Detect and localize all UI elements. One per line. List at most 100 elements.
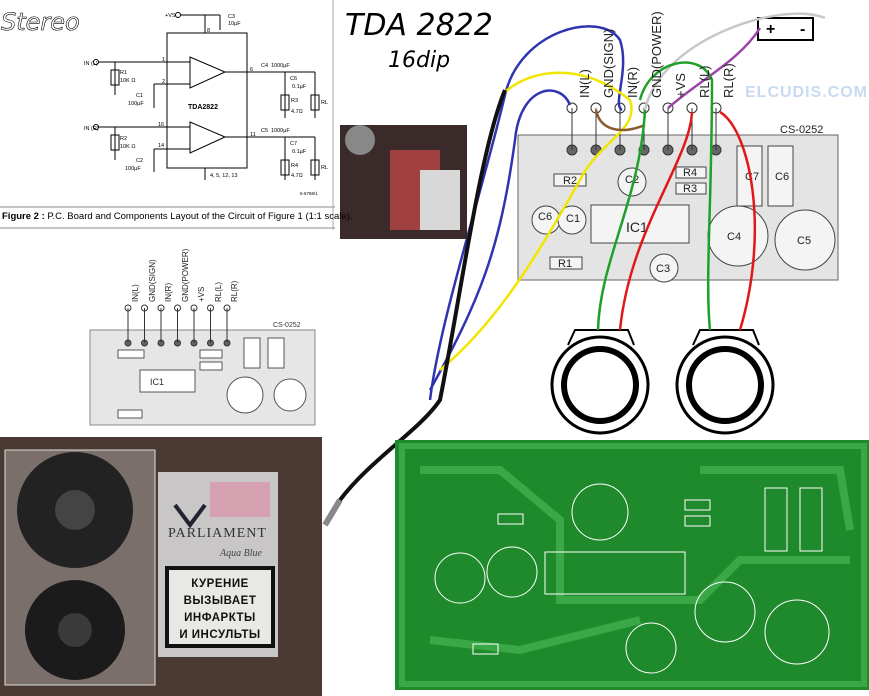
pcb-large-labels: CS-0252 R2 C2 R4 R3 C7 C6 C6 C1 IC1 C4 C… (538, 124, 823, 275)
pin-label: IN(R) (625, 66, 641, 98)
in-r-label: IN (R) (84, 126, 99, 132)
pcb-small-ic: IC1 (150, 377, 164, 387)
gnd-pins-label: 4, 5, 12, 13 (210, 173, 238, 179)
c4-part: C4 (727, 231, 741, 243)
audio-cable (338, 89, 507, 502)
pin-label: RL(R) (721, 63, 737, 98)
warning-line: И ИНСУЛЬТЫ (179, 629, 261, 641)
c7-label: C7 (290, 141, 297, 147)
r2-value: 10K Ω (120, 144, 135, 150)
pin-label: GND(POWER) (180, 248, 190, 302)
ic1-part: IC1 (626, 219, 648, 235)
battery-minus: - (800, 21, 805, 38)
pin-label: RL(R) (230, 280, 240, 302)
ic-label: TDA2822 (188, 104, 218, 111)
schematic: Stereo (0, 0, 335, 230)
amp-left (189, 56, 227, 89)
wire-in-r (503, 25, 625, 112)
pin-label: +VS (197, 286, 207, 302)
warning-line: КУРЕНИЕ (191, 578, 249, 590)
pin6: 6 (250, 67, 253, 73)
r1-label: R1 (120, 70, 127, 76)
c5-part: C5 (797, 235, 811, 247)
caption-text: P.C. Board and Components Layout of the … (44, 211, 353, 222)
pin-label: IN(L) (131, 284, 141, 302)
c6-label: C6 (290, 76, 297, 82)
wire-rl-l (618, 111, 694, 331)
c4-label: C4 (261, 63, 268, 69)
r2-part: R2 (563, 175, 577, 187)
r4-value: 4.7Ω (291, 173, 303, 179)
rl-right-label: RL (321, 165, 328, 171)
pin-label: RL(L) (213, 281, 223, 302)
warning-line: ИНФАРКТЫ (184, 612, 256, 624)
wire-gnd-sign (439, 71, 633, 371)
pin-label: GND(SIGN) (601, 28, 617, 98)
pcb-small-labels: CS-0252 IC1 (150, 322, 301, 387)
watermark: ELCUDIS.COM (745, 84, 868, 101)
warning-line: ВЫЗЫВАЕТ (183, 595, 257, 607)
wire-green (596, 61, 714, 331)
r1-part: R1 (558, 258, 572, 270)
c7-part: C7 (745, 171, 759, 183)
ic-body (166, 32, 248, 169)
c6-part: C6 (775, 171, 789, 183)
pin11: 11 (250, 132, 256, 138)
r2-label: R2 (120, 136, 127, 142)
pin8-label: 8 (207, 28, 210, 34)
title: TDA 2822 (345, 8, 493, 43)
subtitle: 16dip (388, 48, 451, 73)
speaker-right (675, 335, 775, 435)
r3-value: 4.7Ω (291, 109, 303, 115)
r4-label: R4 (291, 163, 298, 169)
c7-value: 0.1µF (292, 149, 307, 155)
c6b-part: C6 (538, 211, 552, 223)
c3-part: C3 (656, 263, 670, 275)
caption-bold: Figure 2 : (2, 211, 45, 222)
pin16: 16 (158, 122, 164, 128)
c2-label: C2 (136, 158, 143, 164)
c5-label: C5 (261, 128, 268, 134)
pcb-small-code: CS-0252 (273, 322, 301, 329)
battery-icon: + - (757, 17, 814, 41)
pcb-code: CS-0252 (780, 124, 823, 136)
brand-sub-label: Aqua Blue (220, 548, 262, 559)
health-warning: КУРЕНИЕ ВЫЗЫВАЕТ ИНФАРКТЫ И ИНСУЛЬТЫ (165, 566, 275, 648)
wire-vs (667, 27, 762, 109)
pin1: 1 (162, 57, 165, 63)
brand-label: PARLIAMENT (168, 526, 267, 541)
pin2: 2 (162, 79, 165, 85)
pin14: 14 (158, 143, 164, 149)
wire-gnd-power (643, 12, 826, 111)
r1-value: 10K Ω (120, 78, 135, 84)
ref-code: 5-6788/1 (300, 191, 318, 196)
amp-right (189, 121, 227, 154)
c2-value: 100µF (125, 166, 141, 172)
audio-jack (322, 498, 343, 527)
pin-label: RL(L) (697, 65, 713, 98)
c1-label: C1 (136, 93, 143, 99)
battery-plus: + (766, 21, 775, 38)
pin-label: +VS (673, 73, 689, 98)
pin-label: GND(SIGN) (147, 259, 157, 302)
schematic-labels: +VS C3 10µF 8 IN (L) IN (R) R1 10K Ω R2 … (84, 13, 328, 196)
c5-value: 1000µF (271, 128, 290, 134)
pin-label: IN(R) (164, 282, 174, 302)
pcb-layout-small (89, 304, 316, 426)
wires (322, 12, 826, 527)
in-l-label: IN (L) (84, 61, 98, 67)
wire-rl-r (719, 110, 757, 331)
stereo-label: Stereo (1, 8, 80, 36)
c3-label: C3 (228, 14, 235, 20)
r3-part: R3 (683, 183, 697, 195)
rl-left-label: RL (321, 100, 328, 106)
pin-label: GND(POWER) (649, 11, 665, 98)
c4-value: 1000µF (271, 63, 290, 69)
speakers (550, 329, 775, 435)
pcb-green (395, 440, 869, 690)
c3-value: 10µF (228, 21, 241, 27)
photo-assembly (340, 125, 467, 239)
c1-part: C1 (566, 213, 580, 225)
